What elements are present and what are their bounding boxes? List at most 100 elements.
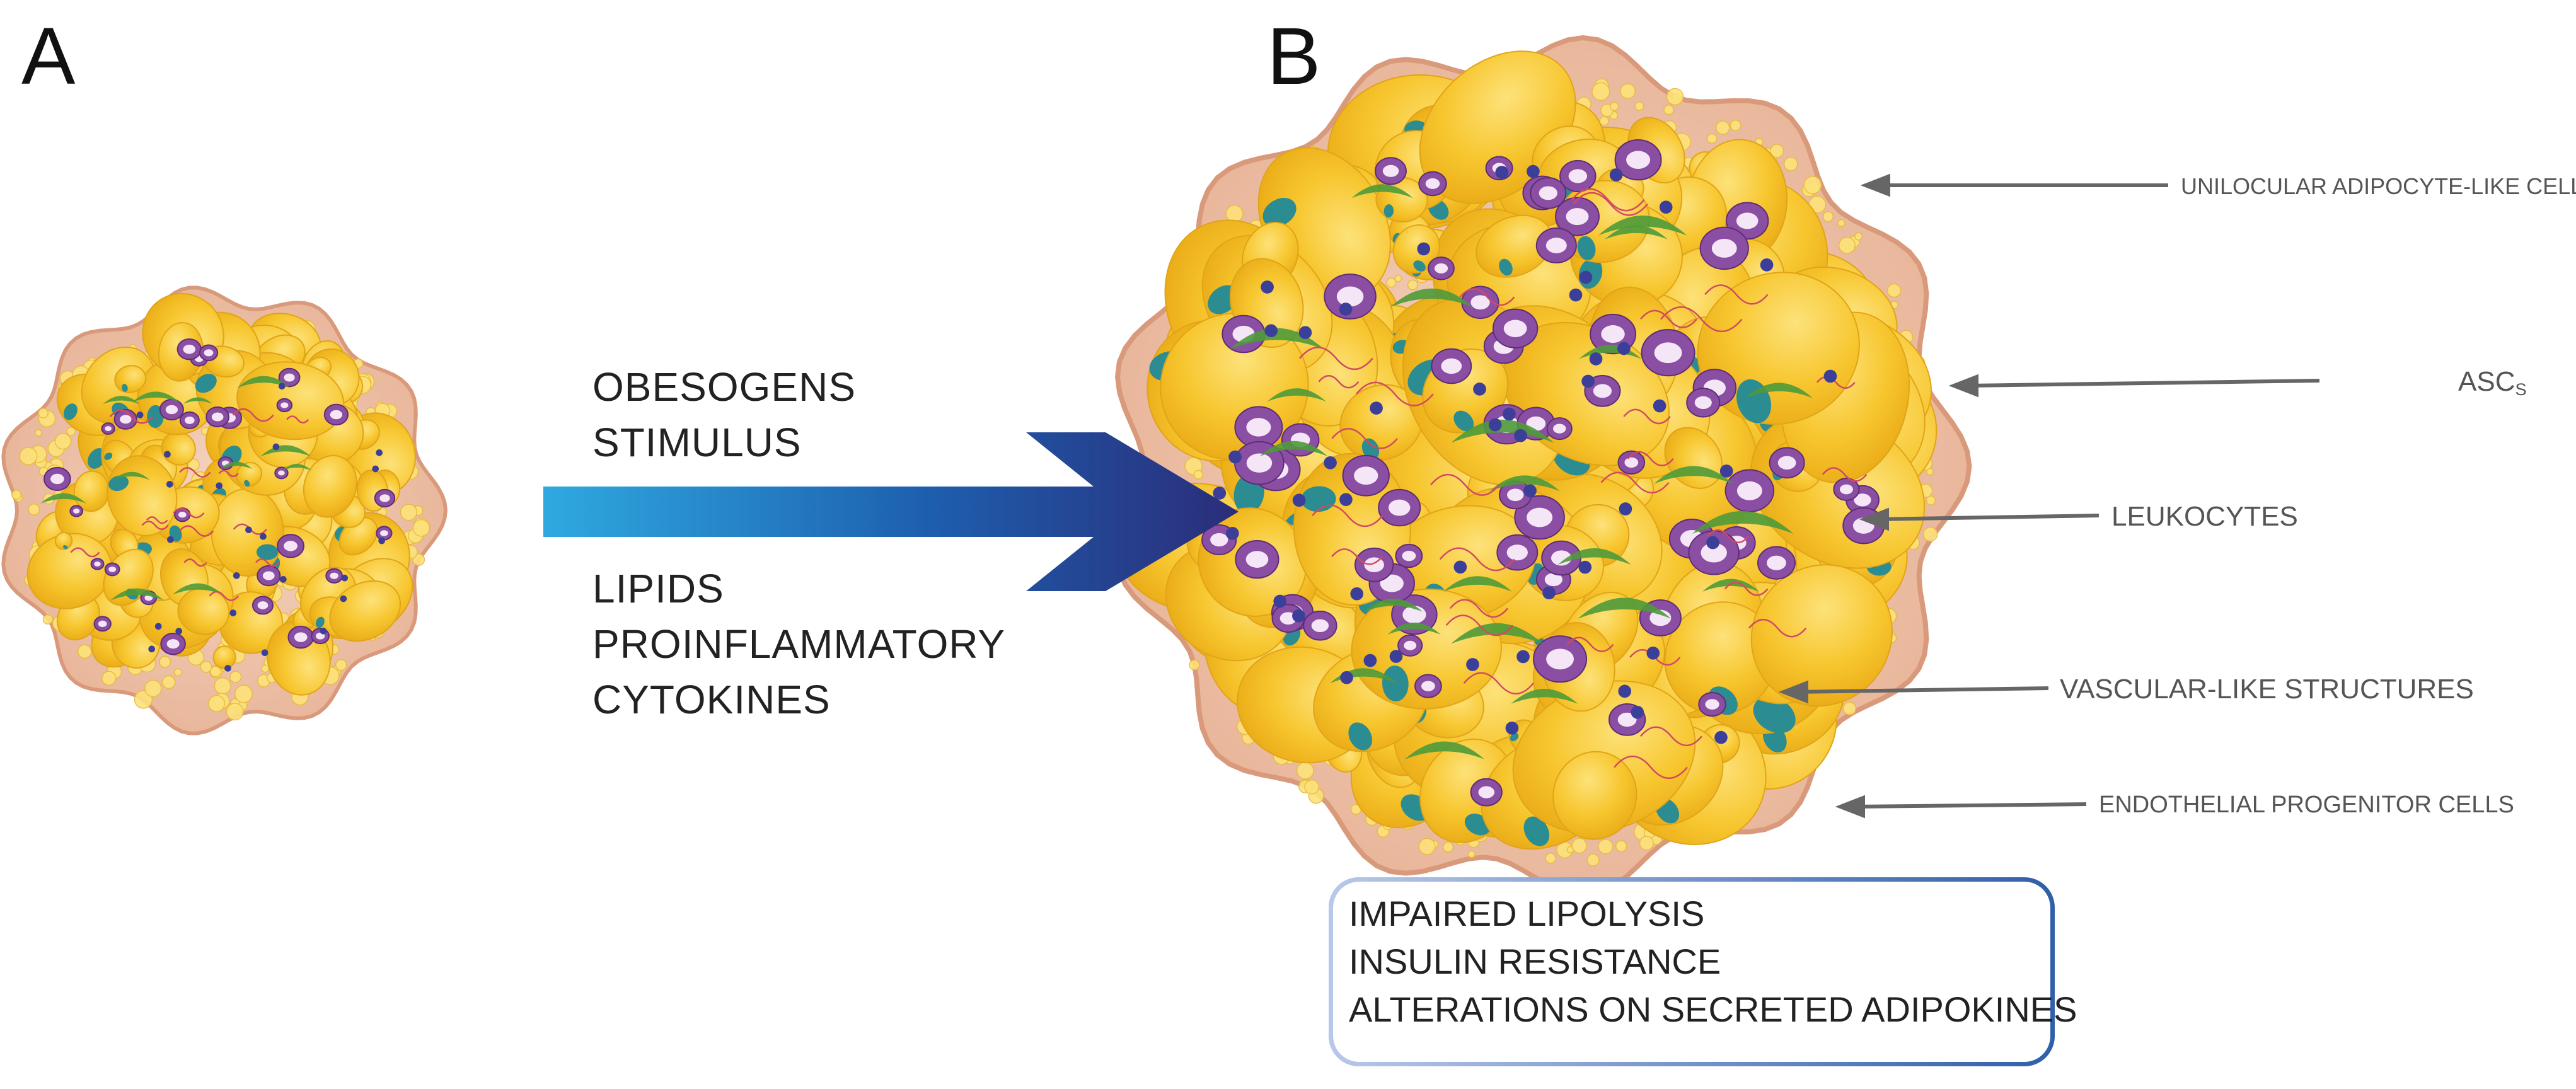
callout-arrowhead-leukocytes xyxy=(1859,507,1889,531)
lipid-granule xyxy=(1443,841,1454,853)
leukocyte-nucleus xyxy=(330,410,343,420)
endothelial-progenitor-cell xyxy=(1213,487,1227,500)
stimulus-line-3: LIPIDS xyxy=(592,566,724,611)
endothelial-progenitor-cell xyxy=(1488,418,1502,432)
asc-cell xyxy=(113,471,150,480)
vessel-segment xyxy=(173,507,205,519)
endothelial-progenitor-cell xyxy=(1466,658,1479,671)
lipid-granule xyxy=(1615,840,1627,852)
endothelial-progenitor-cell xyxy=(224,665,231,672)
asc-cell xyxy=(1451,623,1543,644)
adipocyte-nucleus xyxy=(1510,733,1519,742)
adipocyte-nucleus xyxy=(1453,410,1474,432)
endothelial-progenitor-cell xyxy=(148,645,156,653)
endothelial-progenitor-cell xyxy=(1589,352,1603,366)
leukocyte-nucleus xyxy=(183,344,196,354)
lipid-granule xyxy=(1296,761,1314,780)
endothelial-progenitor-cell xyxy=(260,533,267,540)
vessel-segment xyxy=(1573,192,1648,216)
adipocyte xyxy=(114,365,147,393)
vessel-segment xyxy=(1816,376,1856,389)
leukocyte-nucleus xyxy=(1544,573,1562,587)
callout-arrowhead-vascular xyxy=(1778,680,1808,704)
lipid-granule xyxy=(1394,274,1402,282)
adipocyte xyxy=(329,580,401,642)
vessel-segment xyxy=(209,591,240,601)
vessel-segment xyxy=(255,558,280,567)
vessel-segment xyxy=(1318,374,1360,389)
adipocyte xyxy=(161,431,196,466)
lipid-granule xyxy=(144,679,162,698)
vessel-segment xyxy=(1600,471,1670,493)
endothelial-progenitor-cell xyxy=(1340,671,1353,684)
leukocyte-nucleus xyxy=(284,541,297,551)
lipid-granule xyxy=(209,666,221,677)
leukocyte-nucleus xyxy=(204,349,214,357)
vessel-segment xyxy=(110,409,154,424)
endothelial-progenitor-cell xyxy=(166,481,173,488)
endothelial-progenitor-cell xyxy=(1363,654,1377,667)
endothelial-progenitor-cell xyxy=(1578,560,1592,574)
leukocyte-nucleus xyxy=(1539,186,1557,200)
vessel-segment xyxy=(218,470,239,478)
endothelial-progenitor-cell xyxy=(1706,536,1719,550)
leukocyte-nucleus xyxy=(1705,699,1719,710)
endothelial-progenitor-cell xyxy=(1505,721,1519,735)
lipid-granule xyxy=(1838,236,1856,254)
adipocyte-nucleus xyxy=(195,374,217,393)
lipid-granule xyxy=(159,655,171,668)
lipid-granule xyxy=(1386,277,1397,288)
endothelial-progenitor-cell xyxy=(341,574,349,582)
leukocyte-nucleus xyxy=(94,561,101,567)
vessel-segment xyxy=(70,547,100,558)
leukocyte-nucleus xyxy=(1470,295,1490,310)
hypertrophic-tissue-cells xyxy=(1115,50,1938,867)
leukocyte-nucleus xyxy=(1694,396,1712,410)
lipid-granule xyxy=(412,519,430,537)
adipocyte-nucleus xyxy=(1382,666,1409,702)
endothelial-progenitor-cell xyxy=(1631,705,1644,719)
leukocyte-nucleus xyxy=(330,572,338,579)
leukocyte-nucleus xyxy=(211,412,224,422)
endothelial-progenitor-cell xyxy=(372,465,379,473)
endothelial-progenitor-cell xyxy=(136,412,144,418)
leukocyte-nucleus xyxy=(178,511,187,518)
leukocyte-nucleus xyxy=(1245,551,1269,568)
lipid-granule xyxy=(1407,279,1418,291)
adipocyte-nucleus xyxy=(1348,722,1373,751)
leukocyte-nucleus xyxy=(1336,286,1364,307)
lipid-granule xyxy=(214,677,231,695)
adipocyte-cell xyxy=(212,645,236,669)
vessel-segment xyxy=(1707,529,1750,543)
vessel-segment xyxy=(1299,347,1373,370)
vessel-segment xyxy=(1463,672,1534,694)
lipid-granule xyxy=(400,504,417,521)
endothelial-progenitor-cell xyxy=(1228,450,1242,464)
lipid-granule xyxy=(1803,176,1822,195)
adipocyte-nucleus xyxy=(122,384,128,392)
adipocyte xyxy=(1552,751,1637,840)
endothelial-progenitor-cell xyxy=(167,536,174,543)
vessel-segment xyxy=(1430,474,1500,496)
leukocyte-nucleus xyxy=(165,405,178,415)
adipocyte-nucleus xyxy=(104,452,113,460)
asc-cell xyxy=(1451,419,1554,443)
leukocyte-nucleus xyxy=(1624,457,1639,468)
small-tissue-cells xyxy=(11,292,430,721)
endothelial-progenitor-cell xyxy=(1619,502,1632,516)
lipid-granule xyxy=(77,644,92,659)
callout-arrowhead-unilocular xyxy=(1860,173,1890,197)
callout-line-leukocytes xyxy=(1876,514,2099,521)
label-ascs-subscript: S xyxy=(2515,379,2527,399)
adipocyte-nucleus xyxy=(316,616,325,628)
lipid-granule xyxy=(208,694,226,712)
lipid-granule xyxy=(1467,850,1476,858)
vessel-segment xyxy=(1623,408,1671,425)
adipocyte xyxy=(1697,272,1860,425)
vessel-segment xyxy=(1627,451,1674,466)
leukocyte-nucleus xyxy=(284,373,295,382)
endothelial-progenitor-cell xyxy=(340,595,347,602)
lipid-granule xyxy=(35,429,42,437)
endothelial-progenitor-cell xyxy=(261,649,269,657)
endothelial-progenitor-cell xyxy=(1569,288,1583,302)
